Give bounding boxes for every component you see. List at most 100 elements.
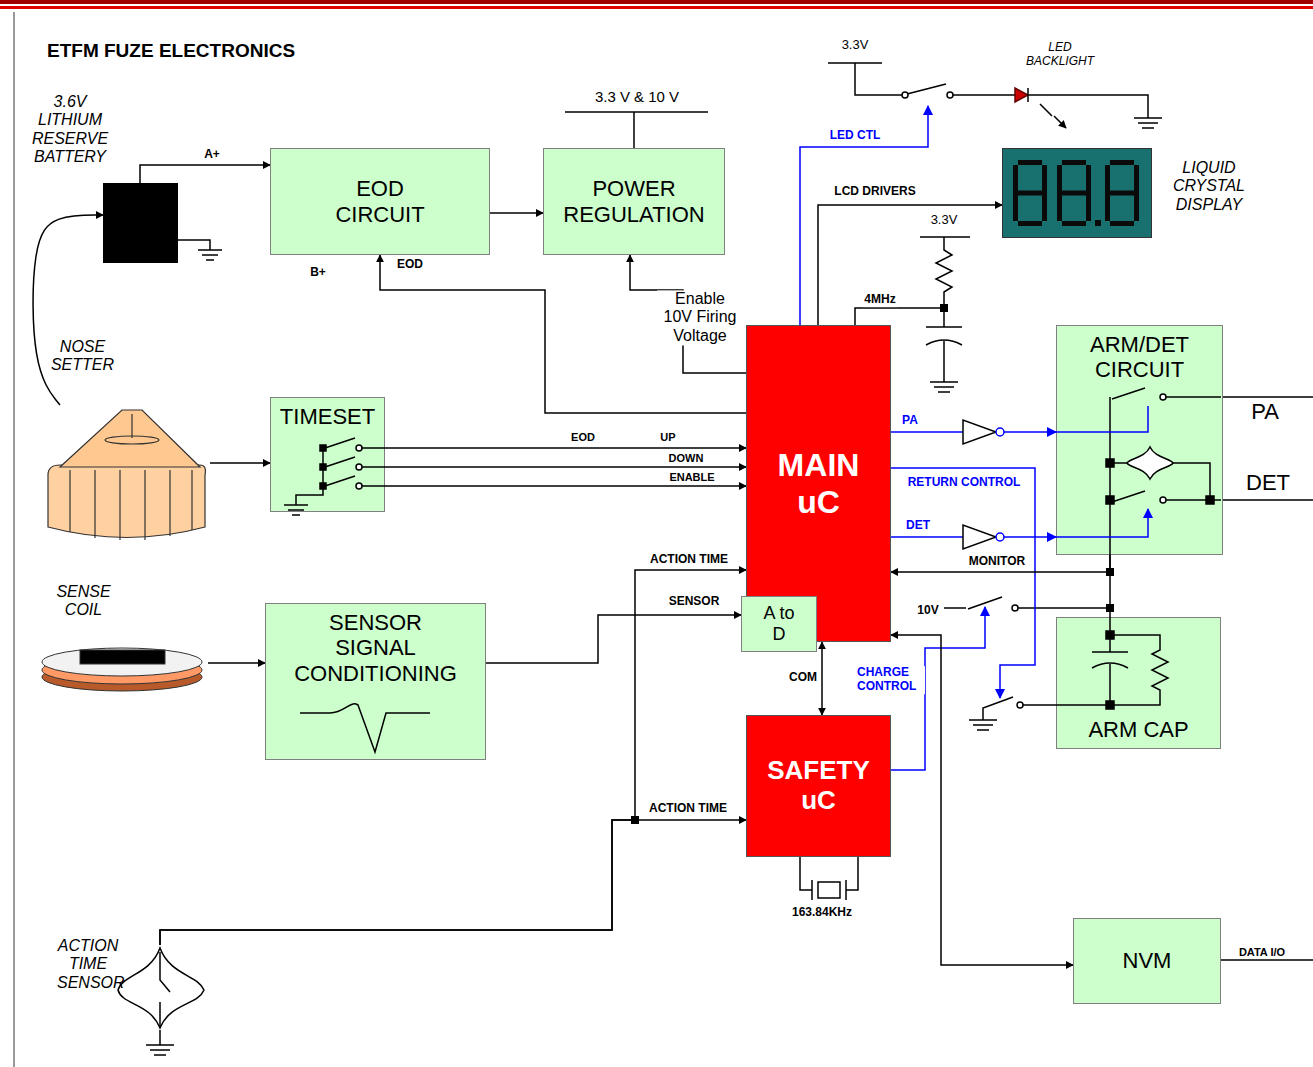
switch-box-drawing (320, 445, 326, 451)
wire (818, 882, 840, 898)
inverter-symbol (963, 420, 996, 444)
signal-wire (208, 662, 265, 664)
process-box: SENSOR SIGNAL CONDITIONING (265, 603, 486, 760)
junction-dot (1106, 604, 1114, 612)
node-label: 3.6V LITHIUM RESERVE BATTERY (28, 93, 112, 167)
switch-box-drawing (284, 448, 323, 515)
sense-coil-drawing (42, 648, 202, 691)
signal-wire (385, 485, 746, 487)
signal-wire (140, 165, 270, 183)
signal-label: DET (904, 519, 932, 533)
nose-setter-drawing (45, 405, 210, 545)
control-line (800, 106, 928, 325)
signal-name: RETURN CONTROL (906, 476, 1023, 490)
output-name: DET (1244, 470, 1292, 495)
signal-wire (380, 255, 746, 413)
wire (1027, 88, 1029, 102)
page-frame (0, 6, 1313, 9)
lcd-display: LIQUID CRYSTAL DISPLAY (1002, 148, 1152, 238)
output-name: PA (1249, 399, 1281, 424)
signal-label: LCD DRIVERS (832, 185, 917, 199)
signal-wire (33, 215, 103, 405)
signal-wire (818, 205, 1002, 325)
circuit-box-drawing (1110, 388, 1221, 555)
node-label: TIMESET (280, 404, 375, 429)
signal-wire (160, 820, 746, 945)
display-segment (1013, 165, 1018, 193)
inverter-symbol (963, 525, 996, 549)
wire (178, 240, 222, 260)
node-label: ARM CAP (1088, 717, 1188, 742)
signal-name: CHARGE CONTROL (855, 666, 925, 694)
page-frame (13, 12, 15, 1067)
node-label: NVM (1123, 948, 1172, 973)
sensor-switch-drawing (118, 948, 204, 1028)
wire (828, 63, 1162, 128)
wire (565, 112, 708, 148)
display-segment (1062, 221, 1086, 226)
circuit-box-drawing (1056, 388, 1221, 555)
signal-label: EOD (395, 258, 425, 272)
nose-setter-drawing (70, 414, 192, 540)
display-segment (1110, 221, 1134, 226)
node-label: SAFETY uC (759, 756, 879, 816)
signal-name: DATA I/O (1237, 946, 1287, 959)
capacitor-box-drawing (1056, 617, 1168, 705)
node-label: SENSE COIL (46, 583, 121, 620)
sense-coil: SENSE COIL (38, 635, 208, 695)
page-frame (0, 0, 1313, 4)
circuit-box-drawing (1056, 406, 1148, 537)
supply-label: 3.3V (840, 38, 871, 53)
supply-label: 3.3V (929, 213, 960, 228)
display-segment (1110, 160, 1134, 165)
supply-label: 10V (915, 604, 940, 618)
signal-label: COM (787, 671, 819, 685)
nose-setter-drawing (48, 465, 205, 538)
signal-wire (385, 466, 746, 468)
node-label: A to D (755, 603, 803, 644)
wire (1012, 605, 1018, 611)
junction-dot (631, 816, 639, 824)
signal-wire (385, 447, 746, 449)
display-segment (1042, 165, 1047, 193)
signal-label: A+ (202, 148, 222, 162)
switch-box-drawing (284, 438, 385, 515)
display-segment (1042, 193, 1047, 221)
signal-label: SENSOR (667, 595, 722, 609)
node-label: LIQUID CRYSTAL DISPLAY (1163, 159, 1255, 214)
display-segment (1062, 160, 1086, 165)
switch-box-drawing (320, 464, 326, 470)
pin-name: B+ (308, 266, 328, 280)
process-box-drawing (300, 704, 430, 752)
signal-label: ENABLE (667, 471, 716, 484)
display-segment (1134, 193, 1139, 221)
part-name: LED BACKLIGHT (1019, 41, 1101, 69)
sense-coil-drawing (80, 650, 165, 664)
signal-label: MONITOR (967, 555, 1027, 569)
sense-coil-drawing (42, 648, 202, 691)
display-segment (1095, 220, 1101, 226)
signal-label: ACTION TIME (647, 802, 729, 816)
circuit-box-drawing (1160, 394, 1166, 400)
display-segment (1110, 191, 1134, 196)
switch-box-drawing (356, 445, 362, 451)
sensor-switch-drawing (118, 948, 204, 1028)
capacitor-box-drawing (1106, 701, 1114, 709)
wire (902, 92, 908, 98)
wire (920, 237, 970, 392)
circuit-box-drawing (1106, 496, 1114, 504)
inverter-symbol (996, 428, 1004, 436)
display-segment (1018, 221, 1042, 226)
process-box: EOD CIRCUIT (270, 148, 490, 255)
nose-setter-drawing (48, 410, 205, 540)
wire (1017, 702, 1023, 708)
node-label: EOD CIRCUIT (315, 176, 445, 227)
display-segment (1105, 193, 1110, 221)
sensor-switch-drawing (115, 945, 210, 1030)
signal-label: UP (658, 431, 677, 444)
display-segment (1018, 160, 1042, 165)
lcd-display-drawing (1013, 160, 1139, 226)
wire (1040, 104, 1066, 128)
